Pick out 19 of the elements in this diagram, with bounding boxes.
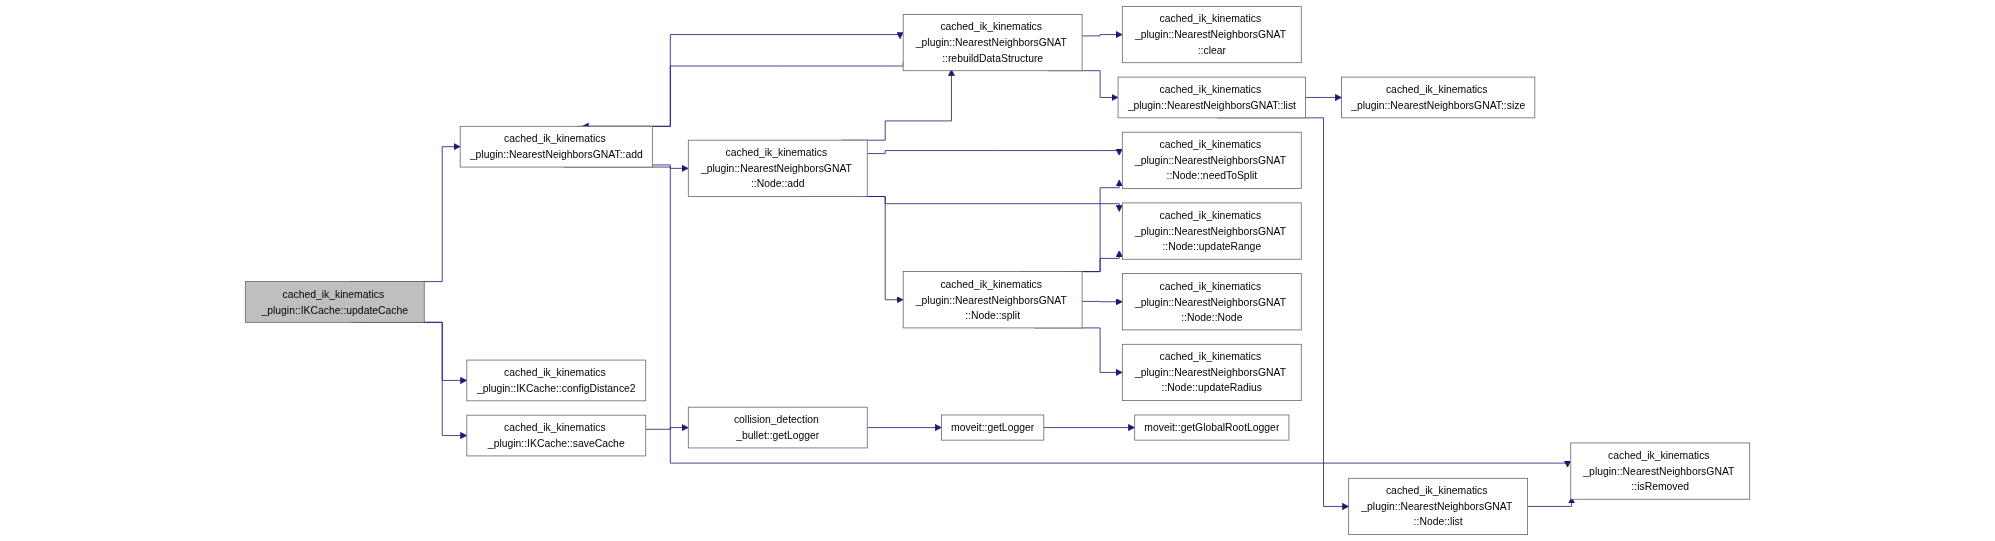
node-box: cached_ik_kinematics _plugin::NearestNeighborsGNAT ::Node::updateRadius: [1121, 343, 1302, 401]
node-box: cached_ik_kinematics _plugin::NearestNeighborsGNAT ::Node::add: [687, 139, 868, 197]
node-box: cached_ik_kinematics _plugin::NearestNeighborsGNAT ::rebuildDataStructure: [902, 14, 1083, 72]
node-box: collision_detection _bullet::getLogger: [687, 406, 868, 449]
node-box: cached_ik_kinematics _plugin::IKCache::saveCache: [466, 414, 647, 457]
node-box: cached_ik_kinematics _plugin::NearestNeighborsGNAT ::isRemoved: [1570, 442, 1751, 500]
node-box: cached_ik_kinematics _plugin::NearestNeighborsGNAT::size: [1341, 76, 1536, 119]
node-box: cached_ik_kinematics _plugin::IKCache::configDistance2: [466, 359, 647, 402]
node-box: cached_ik_kinematics _plugin::NearestNeighborsGNAT ::Node::split: [902, 271, 1083, 329]
node-box: moveit::getGlobalRootLogger: [1134, 414, 1290, 441]
node-box: moveit::getLogger: [941, 414, 1045, 441]
node-box: cached_ik_kinematics _plugin::NearestNeighborsGNAT::list: [1117, 76, 1306, 119]
node-box: cached_ik_kinematics _plugin::NearestNeighborsGNAT ::Node::updateRange: [1121, 202, 1302, 260]
node-box: cached_ik_kinematics _plugin::NearestNeighborsGNAT ::clear: [1121, 6, 1302, 64]
node-box: cached_ik_kinematics _plugin::NearestNeighborsGNAT::add: [459, 125, 653, 168]
node-box: cached_ik_kinematics _plugin::NearestNeighborsGNAT ::Node::list: [1348, 477, 1529, 535]
node-box: cached_ik_kinematics _plugin::IKCache::updateCache: [244, 281, 425, 323]
node-box: cached_ik_kinematics _plugin::NearestNeighborsGNAT ::Node::Node: [1121, 273, 1302, 331]
node-box: cached_ik_kinematics _plugin::NearestNeighborsGNAT ::Node::needToSplit: [1121, 131, 1302, 189]
